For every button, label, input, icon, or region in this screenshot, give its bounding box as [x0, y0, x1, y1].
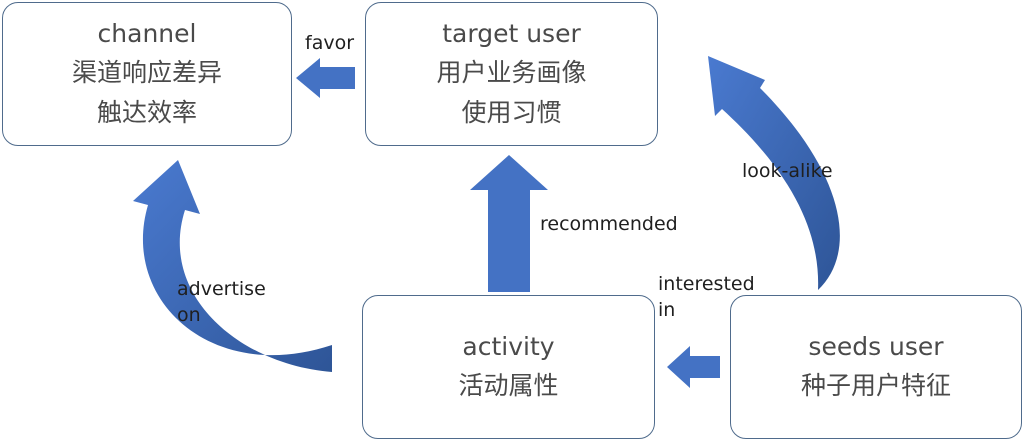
advertise-on-label: advertise on	[177, 276, 266, 328]
recommended-label: recommended	[540, 213, 678, 235]
seeds-user-title: seeds user	[808, 332, 944, 361]
interested-in-label: interested in	[658, 271, 755, 323]
channel-node: channel 渠道响应差异 触达效率	[2, 2, 292, 146]
activity-title: activity	[462, 332, 555, 361]
advertise-on-line-1: advertise	[177, 278, 266, 300]
advertise-on-arrow	[133, 160, 332, 372]
activity-line-1: 活动属性	[458, 371, 559, 400]
recommended-arrow	[470, 155, 548, 292]
target-user-node: target user 用户业务画像 使用习惯	[365, 2, 658, 146]
target-user-title: target user	[442, 19, 581, 48]
target-user-line-1: 用户业务画像	[436, 58, 587, 87]
interested-in-line-1: interested	[658, 273, 755, 295]
favor-label: favor	[305, 32, 355, 54]
seeds-user-node: seeds user 种子用户特征	[730, 295, 1022, 439]
channel-line-2: 触达效率	[96, 98, 197, 127]
channel-line-1: 渠道响应差异	[71, 58, 222, 87]
look-alike-label: look-alike	[742, 160, 833, 182]
activity-node: activity 活动属性	[362, 295, 655, 439]
interested-in-arrow	[667, 346, 720, 388]
seeds-user-line-1: 种子用户特征	[800, 371, 951, 400]
favor-arrow	[296, 58, 355, 98]
target-user-line-2: 使用习惯	[461, 98, 562, 127]
advertise-on-line-2: on	[177, 304, 201, 326]
channel-title: channel	[97, 19, 197, 48]
look-alike-arrow	[708, 56, 840, 290]
interested-in-line-2: in	[658, 299, 676, 321]
